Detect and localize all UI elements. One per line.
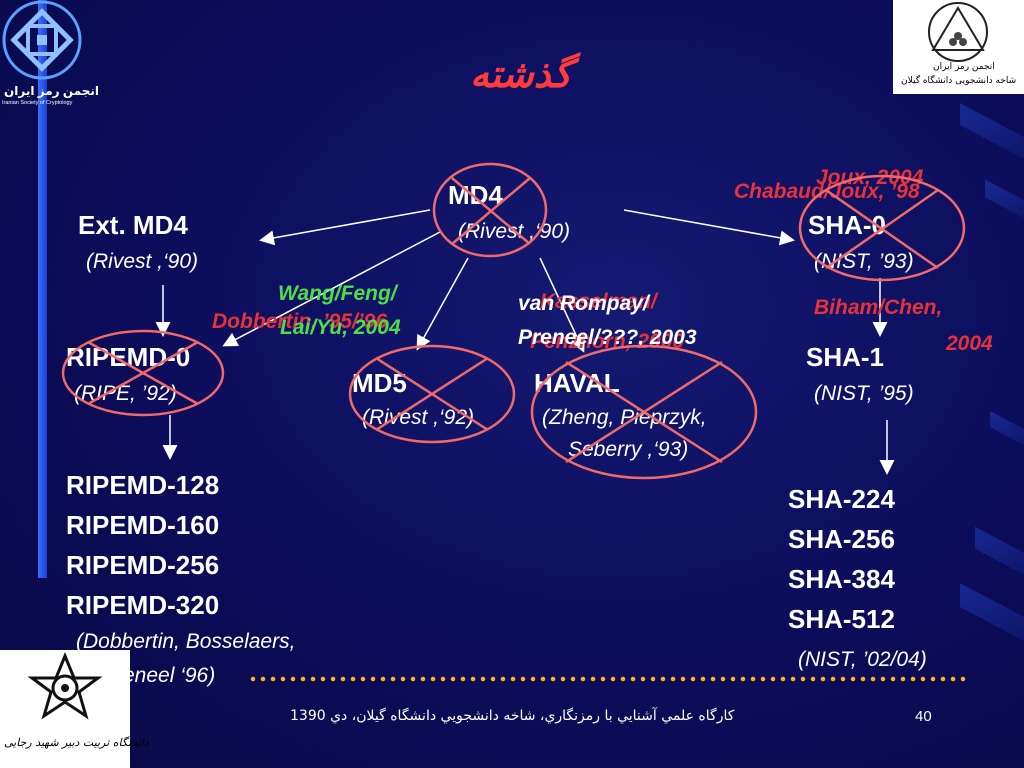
node-sha1-ref: (NIST, ’95) (814, 382, 914, 405)
logo-text: انجمن رمز ایران (4, 84, 100, 98)
node-md5-ref: (Rivest ,‘92) (362, 406, 475, 429)
node-extmd4: Ext. MD4 (78, 210, 188, 240)
sha2-family-item: SHA-512 (788, 604, 895, 634)
logo-line2: شاخه دانشجویی دانشگاه گیلان (901, 76, 1017, 86)
page-number: 40 (915, 708, 932, 725)
cross-sha0 (798, 174, 966, 282)
attack-vanrompay-2: Preneel/???, 2003 (518, 326, 697, 349)
attack-wang: Wang/Feng/ (278, 282, 397, 305)
node-haval-ref2: Seberry ,‘93) (568, 438, 689, 461)
knot-logo-icon (2, 0, 82, 80)
ripemd-family-item: RIPEMD-160 (66, 510, 220, 540)
ripemd-family-item: RIPEMD-128 (66, 470, 220, 500)
attack-wang-2: Lai/Yu, 2004 (280, 316, 401, 339)
iran-cryptology-logo: انجمن رمز ایران Iranian Society of Crypt… (0, 0, 99, 112)
sha2-family-ref: (NIST, ’02/04) (798, 648, 927, 671)
sha2-family-item: SHA-224 (788, 484, 895, 514)
cross-md5 (348, 344, 516, 444)
logo-line1: انجمن رمز ایران (933, 62, 995, 72)
node-sha1: SHA-1 (806, 342, 885, 372)
attack-dobbertin: Dobbertin, ’95/’96 (212, 310, 388, 333)
slide-title: گذشته (470, 52, 572, 96)
arrow-md4-haval (539, 257, 585, 353)
attack-biham-chen-year: 2004 (946, 332, 993, 355)
node-sha0-ref: (NIST, ’93) (814, 250, 914, 273)
ripemd-family-item: RIPEMD-256 (66, 550, 220, 580)
node-haval-ref1: (Zheng, Pieprzyk, (542, 406, 707, 429)
guilan-branch-logo: انجمن رمز ایران شاخه دانشجویی دانشگاه گی… (893, 0, 1024, 94)
sha2-family-item: SHA-256 (788, 524, 895, 554)
attack-biham-chen: Biham/Chen, (814, 296, 943, 319)
node-md4: MD4 (448, 180, 503, 210)
attack-vanrompay: van Rompay/ (518, 292, 649, 315)
node-ripemd0-ref: (RIPE, ’92) (74, 382, 177, 405)
ripemd-family-ref2: Preneel ‘96) (102, 664, 216, 687)
node-haval: HAVAL (534, 368, 620, 398)
arrow-md4-ripemd0 (222, 231, 441, 347)
vertical-accent-bar (38, 0, 47, 578)
ripemd-family-ref1: (Dobbertin, Bosselaers, (76, 630, 296, 653)
sha2-family-item: SHA-384 (788, 564, 895, 594)
arrow-md4-extmd4 (259, 209, 431, 246)
university-name: دانشگاه تربیت دبیر شهید رجایی (4, 736, 149, 749)
rajaee-university-logo: دانشگاه تربیت دبیر شهید رجایی (0, 650, 149, 768)
node-extmd4-ref: (Rivest ,‘90) (86, 250, 199, 273)
dotted-divider (248, 676, 968, 682)
arrow-md4-sha0 (623, 209, 795, 246)
slide-footer: كارگاه علمي آشنايي با رمزنگاري، شاخه دان… (290, 708, 735, 724)
seal-icon (928, 2, 988, 62)
attack-kasselman: Kasselman/ (540, 290, 657, 313)
cross-ripemd0 (61, 329, 225, 417)
cross-haval (530, 344, 758, 480)
arrow-md4-md5 (416, 257, 469, 351)
cross-md4 (432, 162, 548, 258)
logo-subtext: Iranian Society of Cryptology (2, 100, 73, 106)
ripemd-family-item: RIPEMD-320 (66, 590, 220, 620)
star-emblem-icon (27, 652, 103, 720)
